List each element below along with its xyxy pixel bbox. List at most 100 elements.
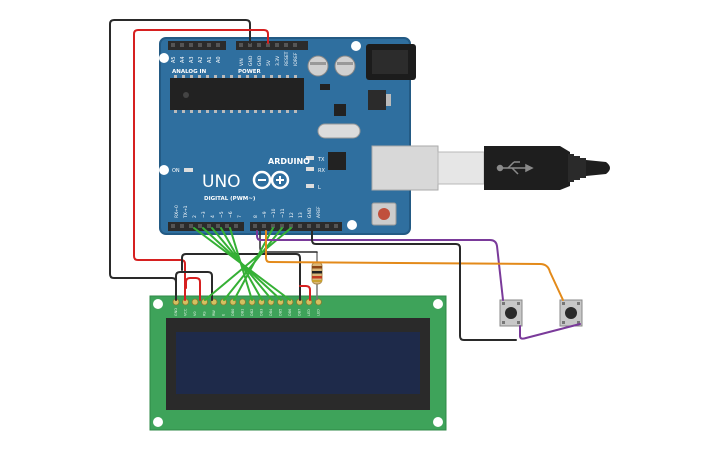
resistor[interactable] — [311, 252, 323, 300]
header-pin-holes — [171, 43, 297, 47]
svg-text:A1: A1 — [207, 56, 213, 63]
wire-led-anode[interactable] — [299, 285, 311, 301]
power-header — [236, 41, 308, 50]
arduino-maker-label: ARDUINO — [268, 157, 310, 166]
svg-text:A5: A5 — [171, 56, 177, 63]
svg-text:RESET: RESET — [284, 51, 290, 66]
l-led — [306, 184, 314, 188]
push-button-1[interactable] — [499, 299, 523, 327]
lcd-module[interactable]: GND VCC V0 RS RW E DB0 DB1 DB2 DB3 DB4 D… — [149, 295, 447, 431]
mounting-hole — [153, 417, 163, 427]
svg-text:VIN: VIN — [239, 58, 245, 66]
svg-text:LED: LED — [317, 309, 321, 316]
usb-cable-end — [586, 160, 610, 176]
svg-text:13: 13 — [298, 212, 304, 218]
usb-cable[interactable] — [371, 145, 610, 191]
arduino-logo-icon — [252, 170, 290, 190]
wire-button-1[interactable] — [256, 230, 504, 301]
svg-text:3.3V: 3.3V — [275, 55, 281, 66]
svg-text:5V: 5V — [266, 59, 272, 66]
svg-text:ON: ON — [172, 168, 180, 174]
digital-header-high — [250, 222, 342, 231]
wire-lcd-vcc-jumper[interactable] — [185, 277, 201, 301]
mounting-hole — [433, 417, 443, 427]
reset-button-cap — [378, 208, 390, 220]
mounting-hole — [347, 220, 357, 230]
svg-text:TX→1: TX→1 — [183, 205, 189, 219]
svg-text:DB6: DB6 — [288, 309, 292, 316]
uno-brand: UNO — [202, 172, 241, 192]
svg-text:A4: A4 — [180, 56, 186, 63]
svg-text:8: 8 — [253, 215, 259, 218]
mounting-hole — [159, 53, 169, 63]
svg-text:GND: GND — [307, 207, 313, 218]
wire-button-2[interactable] — [265, 230, 564, 301]
svg-text:7: 7 — [237, 215, 243, 218]
capacitor — [334, 55, 356, 77]
wire-lcd-gnd-jumper[interactable] — [175, 271, 213, 301]
analog-header — [168, 41, 226, 50]
lcd-screen — [176, 332, 420, 394]
svg-text:L: L — [318, 185, 321, 191]
button-cap — [505, 307, 517, 319]
push-button-2[interactable] — [559, 299, 583, 327]
rx-led — [306, 167, 314, 171]
svg-text:GND: GND — [174, 308, 178, 316]
svg-text:V0: V0 — [193, 311, 197, 316]
svg-text:DB7: DB7 — [298, 309, 302, 316]
svg-text:2: 2 — [192, 215, 198, 218]
svg-text:RW: RW — [212, 310, 216, 316]
mounting-hole — [433, 299, 443, 309]
voltage-regulator — [368, 90, 386, 110]
svg-text:RX: RX — [318, 168, 325, 174]
mounting-hole — [153, 299, 163, 309]
digital-pin-labels-high: AREF GND 13 12 ~11 ~10 ~9 8 — [253, 206, 322, 218]
wire-button-gnd[interactable] — [311, 230, 517, 341]
analog-pin-labels: A5 A4 A3 A2 A1 A0 — [171, 56, 222, 63]
svg-text:LED: LED — [307, 309, 311, 316]
arduino-board[interactable]: A5 A4 A3 A2 A1 A0 ANALOG IN VIN GND GND … — [159, 37, 416, 235]
svg-text:AREF: AREF — [316, 206, 322, 218]
svg-text:VCC: VCC — [184, 308, 188, 316]
wire-d10[interactable] — [233, 227, 274, 301]
svg-text:DB0: DB0 — [231, 309, 235, 316]
power-label: POWER — [238, 69, 262, 75]
svg-text:~6: ~6 — [228, 211, 234, 218]
wire-lcd-gnd-k[interactable] — [181, 253, 301, 301]
usb-icon — [496, 161, 534, 175]
svg-text:DB2: DB2 — [250, 309, 254, 316]
tx-led — [306, 156, 314, 160]
wire-gnd-top[interactable] — [109, 19, 251, 301]
svg-text:DB5: DB5 — [279, 309, 283, 316]
svg-text:~3: ~3 — [201, 211, 207, 218]
svg-text:GND: GND — [248, 55, 254, 66]
svg-text:~11: ~11 — [280, 208, 286, 218]
digital-label: DIGITAL (PWM~) — [204, 196, 256, 202]
digital-header-low — [168, 222, 244, 231]
svg-text:DB4: DB4 — [269, 308, 273, 316]
svg-text:12: 12 — [289, 212, 295, 218]
power-pin-labels: VIN GND GND 5V 3.3V RESET IOREF — [239, 51, 299, 66]
svg-text:E: E — [222, 314, 226, 316]
svg-text:GND: GND — [257, 55, 263, 66]
svg-text:TX: TX — [317, 157, 325, 163]
usb-plug-metal — [437, 151, 485, 185]
capacitor — [307, 55, 329, 77]
wire-button-link[interactable] — [519, 323, 581, 340]
atmega-chip — [170, 78, 304, 110]
green-data-wires[interactable] — [193, 227, 292, 301]
svg-text:RS: RS — [203, 311, 207, 316]
svg-text:~10: ~10 — [271, 208, 277, 218]
svg-text:~9: ~9 — [262, 211, 268, 218]
button-cap — [565, 307, 577, 319]
svg-text:A3: A3 — [189, 56, 195, 63]
wire-5v-top[interactable] — [133, 29, 269, 301]
wire-d6[interactable] — [229, 227, 253, 301]
analog-in-label: ANALOG IN — [172, 69, 207, 75]
mounting-hole — [351, 41, 361, 51]
digital-pin-labels-low: 7 ~6 ~5 4 ~3 2 TX→1 RX←0 — [174, 205, 243, 219]
power-led — [184, 168, 193, 172]
svg-text:RX←0: RX←0 — [174, 205, 180, 218]
svg-text:DB3: DB3 — [260, 309, 264, 316]
